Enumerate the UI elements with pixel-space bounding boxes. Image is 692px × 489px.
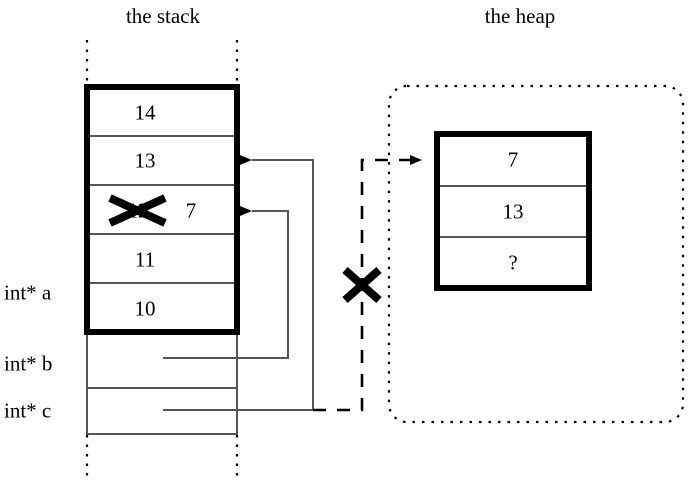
crossed-out-value-mark <box>108 194 167 227</box>
stack-cell-value-0: 14 <box>134 100 156 125</box>
heap-frame <box>434 131 592 291</box>
stack-cell-value-2-crossed: 12 <box>127 198 149 223</box>
heap-region-title: the heap <box>484 4 556 28</box>
heap-cell-value-0: 7 <box>507 147 519 172</box>
stack-frame <box>84 84 240 335</box>
heap-cell-value-2: ? <box>508 250 518 275</box>
stack-cell-value-3: 11 <box>134 247 156 272</box>
heap-region-boundary <box>387 84 685 424</box>
stack-cell-value-1: 13 <box>134 148 156 173</box>
stack-cell-value-4: 10 <box>134 296 156 321</box>
stack-lower-frame <box>86 331 238 435</box>
variable-label-b: int* b <box>4 351 53 376</box>
invalidated-pointer-mark <box>342 267 382 303</box>
pointer-c-line <box>163 155 314 411</box>
heap-cell-value-1: 13 <box>502 199 524 224</box>
variable-label-c: int* c <box>4 398 52 423</box>
stack-cell-value-2-replacement: 7 <box>185 198 197 223</box>
pointer-b-line <box>163 206 289 359</box>
stack-region-title: the stack <box>125 4 201 28</box>
variable-label-a: int* a <box>4 280 52 305</box>
